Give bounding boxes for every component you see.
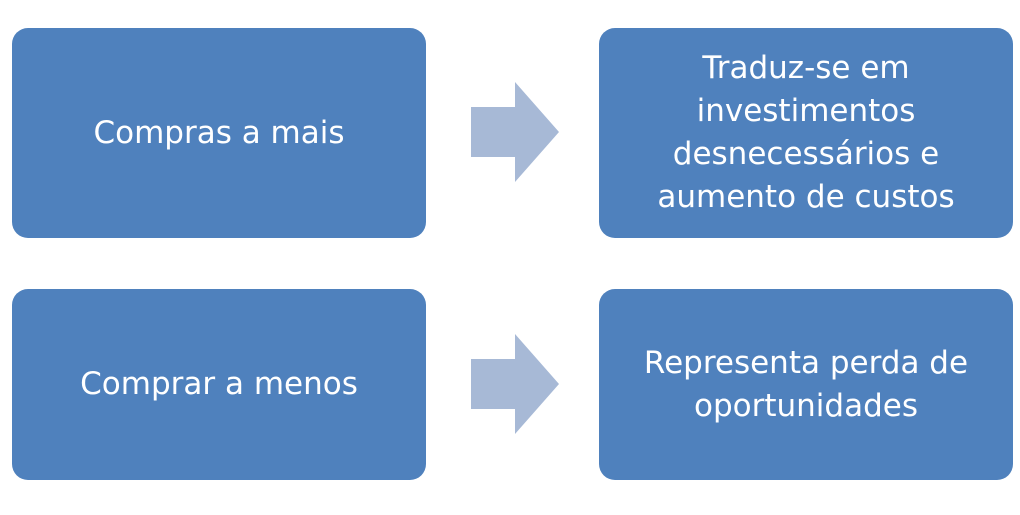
box-traduz-se: Traduz-se em investimentos desnecessário… [599,28,1013,238]
box-comprar-a-menos: Comprar a menos [12,289,426,480]
box-label: Representa perda de oportunidades [643,344,969,424]
arrow-right-icon [471,82,559,182]
box-label: Traduz-se em investimentos desnecessário… [657,50,955,215]
box-compras-a-mais: Compras a mais [12,28,426,238]
box-label: Compras a mais [93,114,345,151]
box-representa-perda: Representa perda de oportunidades [599,289,1013,480]
box-label: Comprar a menos [80,366,358,402]
arrow-right-icon [471,334,559,434]
